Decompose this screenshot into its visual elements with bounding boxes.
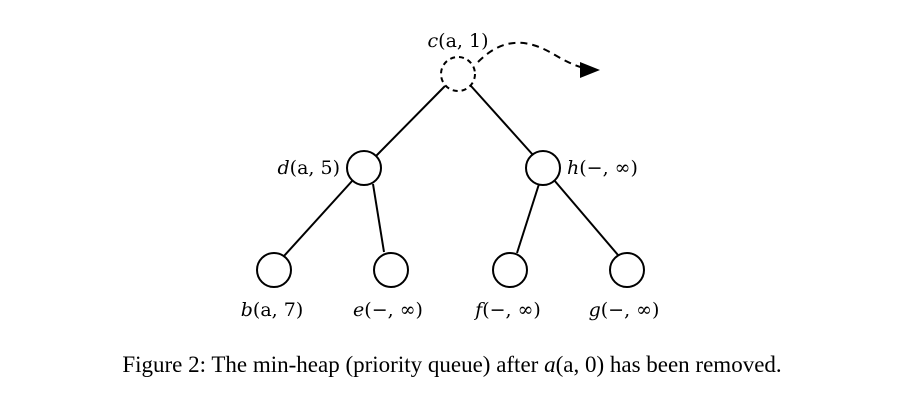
caption-math-name: a bbox=[544, 352, 556, 377]
caption-suffix: has been removed. bbox=[604, 352, 782, 377]
edge-h-g bbox=[553, 179, 619, 256]
caption-math-args: (a, 0) bbox=[555, 352, 605, 377]
node-h bbox=[525, 150, 561, 186]
label-b: b(a, 7) bbox=[241, 299, 304, 321]
node-g bbox=[609, 252, 645, 288]
edge-d-b bbox=[283, 179, 354, 257]
label-g: g(−, ∞) bbox=[589, 299, 660, 321]
label-e: e(−, ∞) bbox=[353, 299, 423, 321]
node-d bbox=[346, 150, 382, 186]
node-b bbox=[256, 252, 292, 288]
node-e bbox=[373, 252, 409, 288]
label-h: h(−, ∞) bbox=[567, 157, 638, 179]
label-d: d(a, 5) bbox=[278, 157, 341, 179]
label-c: c(a, 1) bbox=[428, 30, 489, 52]
edge-h-f bbox=[516, 183, 540, 254]
edge-c-h bbox=[470, 85, 534, 156]
removal-arrow bbox=[477, 41, 600, 78]
node-c-removed bbox=[440, 56, 476, 92]
edge-c-d bbox=[375, 85, 446, 157]
figure-caption: Figure 2: The min-heap (priority queue) … bbox=[0, 352, 904, 378]
node-f bbox=[492, 252, 528, 288]
edge-d-e bbox=[372, 183, 385, 253]
min-heap-diagram: c(a, 1) d(a, 5) h(−, ∞) b(a, 7) e(−, ∞) … bbox=[241, 30, 660, 321]
label-f: f(−, ∞) bbox=[473, 299, 541, 321]
caption-prefix: Figure 2: The min-heap (priority queue) … bbox=[122, 352, 545, 377]
